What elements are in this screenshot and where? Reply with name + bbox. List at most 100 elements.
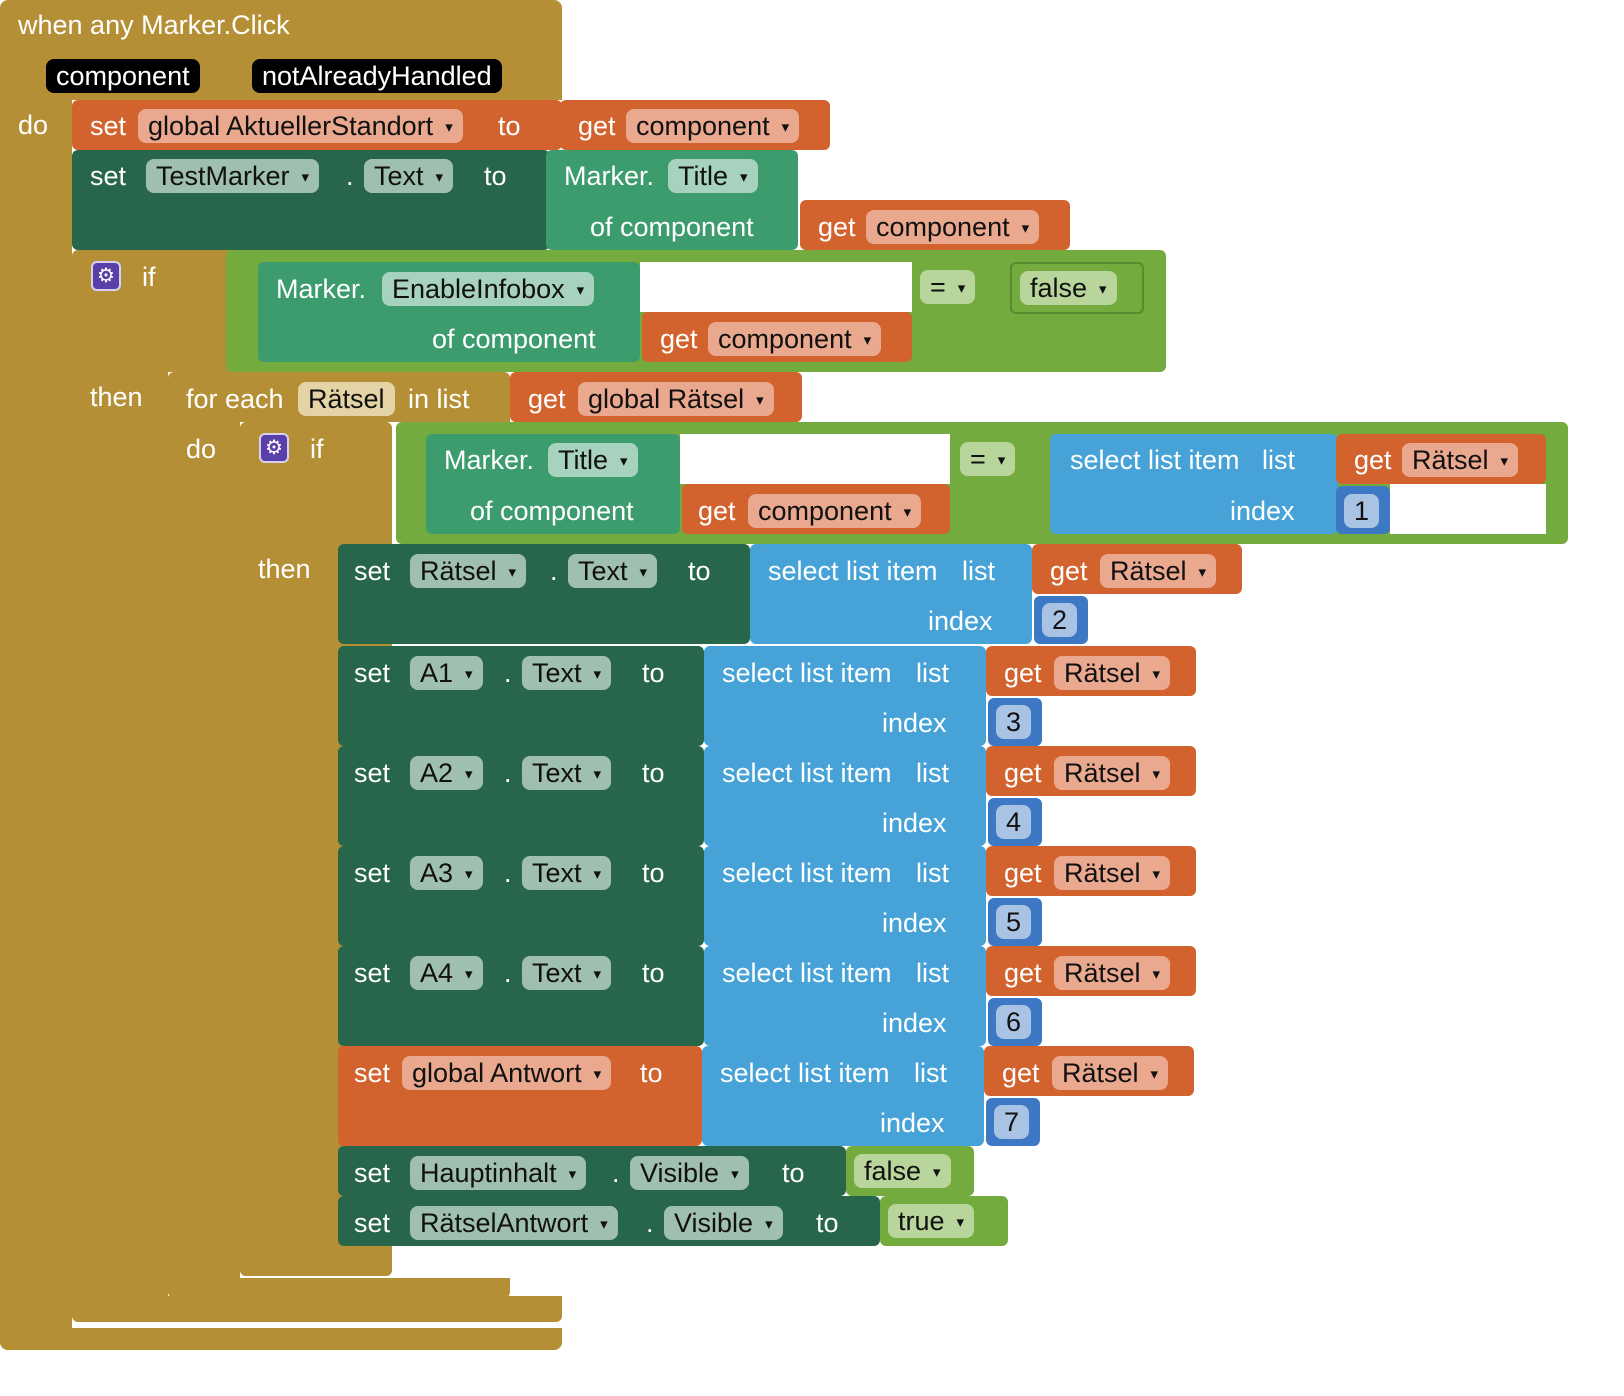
get-dropdown[interactable]: component — [626, 109, 800, 143]
get-dropdown[interactable]: Rätsel — [1054, 656, 1171, 690]
component-dropdown[interactable]: Rätsel — [410, 554, 527, 588]
get-keyword: get — [1004, 758, 1042, 788]
list-label: list — [962, 556, 995, 586]
getter-property-dropdown[interactable]: EnableInfobox — [382, 272, 595, 306]
number-value[interactable]: 6 — [996, 1005, 1032, 1039]
event-title: when any Marker.Click — [18, 10, 290, 40]
loop-variable-name[interactable]: Rätsel — [298, 382, 395, 416]
then-keyword: then — [90, 382, 143, 412]
select-list-item-label: select list item — [722, 958, 892, 988]
list-label: list — [916, 858, 949, 888]
variable-dropdown[interactable]: global Antwort — [402, 1056, 612, 1090]
number-value[interactable]: 1 — [1344, 494, 1380, 528]
dot-separator: . — [504, 958, 512, 988]
boolean-dropdown[interactable]: true — [888, 1204, 975, 1238]
select-list-item-label: select list item — [768, 556, 938, 586]
to-keyword: to — [642, 958, 665, 988]
select-list-item-block[interactable] — [702, 1046, 984, 1146]
set-component-property-statement[interactable] — [338, 646, 704, 746]
select-list-item-block[interactable] — [704, 946, 986, 1046]
get-keyword: get — [578, 111, 616, 141]
get-dropdown[interactable]: Rätsel — [1100, 554, 1217, 588]
get-dropdown[interactable]: Rätsel — [1402, 443, 1519, 477]
mutator-gear-icon[interactable]: ⚙ — [91, 261, 121, 291]
component-dropdown[interactable]: Hauptinhalt — [410, 1156, 587, 1190]
get-keyword: get — [1004, 658, 1042, 688]
component-dropdown[interactable]: TestMarker — [146, 159, 320, 193]
set-component-property-statement[interactable] — [338, 946, 704, 1046]
getter-component-type: Marker. — [276, 274, 367, 304]
list-label: list — [916, 658, 949, 688]
get-dropdown[interactable]: Rätsel — [1054, 856, 1171, 890]
property-dropdown[interactable]: Text — [364, 159, 454, 193]
get-keyword: get — [528, 384, 566, 414]
compare-operator-dropdown[interactable]: = — [920, 270, 976, 304]
component-dropdown[interactable]: RätselAntwort — [410, 1206, 618, 1240]
get-keyword: get — [1050, 556, 1088, 586]
param-not-already-handled[interactable]: notAlreadyHandled — [252, 59, 502, 93]
select-list-item-label: select list item — [720, 1058, 890, 1088]
foreach-do-keyword: do — [186, 434, 217, 464]
get-keyword: get — [1002, 1058, 1040, 1088]
component-dropdown[interactable]: A2 — [410, 756, 483, 790]
number-value[interactable]: 2 — [1042, 603, 1078, 637]
list-label: list — [914, 1058, 947, 1088]
param-component[interactable]: component — [46, 59, 200, 93]
mutator-gear-icon[interactable]: ⚙ — [259, 433, 289, 463]
to-keyword: to — [688, 556, 711, 586]
select-list-item-label: select list item — [1070, 445, 1240, 475]
compare-operator-dropdown[interactable]: = — [960, 442, 1016, 476]
if2-bottom-bar — [240, 1250, 392, 1276]
number-value[interactable]: 7 — [994, 1105, 1030, 1139]
property-dropdown[interactable]: Text — [522, 856, 612, 890]
getter-property-dropdown[interactable]: Title — [548, 443, 638, 477]
get-dropdown[interactable]: component — [708, 322, 882, 356]
select-list-item-block[interactable] — [704, 646, 986, 746]
boolean-dropdown[interactable]: false — [1020, 271, 1117, 305]
select-list-item-block[interactable] — [750, 544, 1032, 644]
set-component-property-statement[interactable] — [338, 746, 704, 846]
to-keyword: to — [816, 1208, 839, 1238]
dot-separator: . — [346, 161, 354, 191]
property-dropdown[interactable]: Visible — [630, 1156, 749, 1190]
of-component-label: of component — [432, 324, 596, 354]
property-dropdown[interactable]: Text — [522, 956, 612, 990]
get-dropdown[interactable]: Rätsel — [1054, 756, 1171, 790]
variable-dropdown[interactable]: global AktuellerStandort — [138, 109, 463, 143]
property-dropdown[interactable]: Text — [522, 656, 612, 690]
set-component-property-statement[interactable] — [338, 544, 750, 644]
number-value[interactable]: 4 — [996, 805, 1032, 839]
set-keyword: set — [90, 111, 127, 141]
get-dropdown[interactable]: component — [748, 494, 922, 528]
number-value[interactable]: 3 — [996, 705, 1032, 739]
get-dropdown[interactable]: global Rätsel — [578, 382, 774, 416]
if-keyword: if — [310, 434, 324, 464]
select-list-item-block[interactable] — [704, 846, 986, 946]
get-dropdown[interactable]: Rätsel — [1052, 1056, 1169, 1090]
event-bottom-bar — [0, 1328, 562, 1350]
component-dropdown[interactable]: A4 — [410, 956, 483, 990]
list-label: list — [1262, 445, 1295, 475]
index-label: index — [880, 1108, 945, 1138]
select-list-item-block[interactable] — [704, 746, 986, 846]
property-dropdown[interactable]: Text — [568, 554, 658, 588]
get-dropdown[interactable]: Rätsel — [1054, 956, 1171, 990]
boolean-dropdown[interactable]: false — [854, 1154, 951, 1188]
set-component-property-statement[interactable] — [338, 846, 704, 946]
index-label: index — [882, 1008, 947, 1038]
getter-property-dropdown[interactable]: Title — [668, 159, 758, 193]
get-keyword: get — [698, 496, 736, 526]
set-keyword: set — [354, 958, 391, 988]
get-dropdown[interactable]: component — [866, 210, 1040, 244]
number-value[interactable]: 5 — [996, 905, 1032, 939]
property-dropdown[interactable]: Visible — [664, 1206, 783, 1240]
to-keyword: to — [642, 858, 665, 888]
for-each-keyword: for each — [186, 384, 284, 414]
select-list-item-block[interactable] — [1050, 434, 1338, 534]
component-dropdown[interactable]: A1 — [410, 656, 483, 690]
select-list-item-label: select list item — [722, 858, 892, 888]
component-dropdown[interactable]: A3 — [410, 856, 483, 890]
to-keyword: to — [642, 758, 665, 788]
property-dropdown[interactable]: Text — [522, 756, 612, 790]
then-keyword: then — [258, 554, 311, 584]
